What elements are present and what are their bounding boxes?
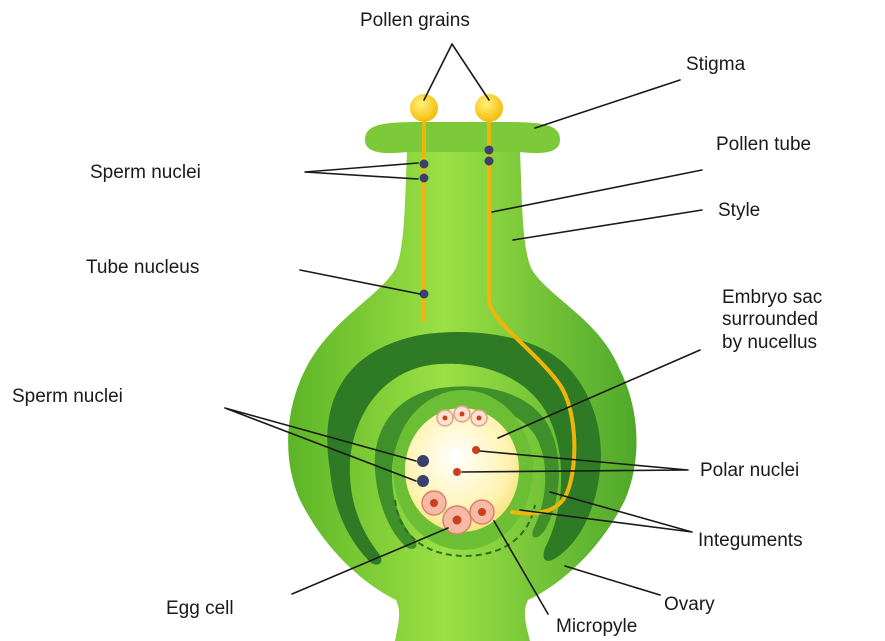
label-embryo-sac-line3: by nucellus (722, 332, 817, 353)
label-pollen-tube: Pollen tube (716, 134, 811, 155)
stigma-cap (365, 122, 560, 153)
pollen-grain (475, 94, 503, 122)
leader-ovary (565, 566, 660, 595)
sperm-nucleus (420, 160, 429, 169)
sperm-nucleus (485, 157, 494, 166)
leader-pollen-tube (492, 170, 702, 212)
sperm-nucleus (420, 174, 429, 183)
label-egg-cell: Egg cell (166, 598, 234, 619)
antipodal-nucleus (443, 416, 448, 421)
label-ovary: Ovary (664, 594, 715, 615)
synergid-nucleus (430, 499, 438, 507)
label-embryo-sac-line2: surrounded (722, 309, 818, 330)
polar-nucleus (453, 468, 461, 476)
sperm-nucleus (485, 146, 494, 155)
leader-sperm-nuclei-top (305, 163, 418, 179)
label-integuments: Integuments (698, 530, 803, 551)
synergid-nucleus (478, 508, 486, 516)
label-sperm-nuclei-top: Sperm nuclei (90, 162, 201, 183)
label-sperm-nuclei-bottom: Sperm nuclei (12, 386, 123, 407)
label-stigma: Stigma (686, 54, 746, 75)
sperm-nucleus (417, 475, 429, 487)
pollen-grain (410, 94, 438, 122)
antipodal-nucleus (460, 412, 465, 417)
leader-style (513, 210, 702, 240)
label-pollen-grains: Pollen grains (360, 10, 470, 31)
leader-pollen-grains (424, 44, 489, 100)
sperm-nucleus (417, 455, 429, 467)
leader-stigma (535, 80, 680, 128)
label-embryo-sac-line1: Embryo sac (722, 287, 822, 308)
antipodal-nucleus (477, 416, 482, 421)
tube-nucleus (420, 290, 429, 299)
label-style: Style (718, 200, 760, 221)
egg-nucleus (453, 516, 462, 525)
label-tube-nucleus: Tube nucleus (86, 257, 199, 278)
label-micropyle: Micropyle (556, 616, 637, 637)
label-polar-nuclei: Polar nuclei (700, 460, 799, 481)
polar-nucleus (472, 446, 480, 454)
